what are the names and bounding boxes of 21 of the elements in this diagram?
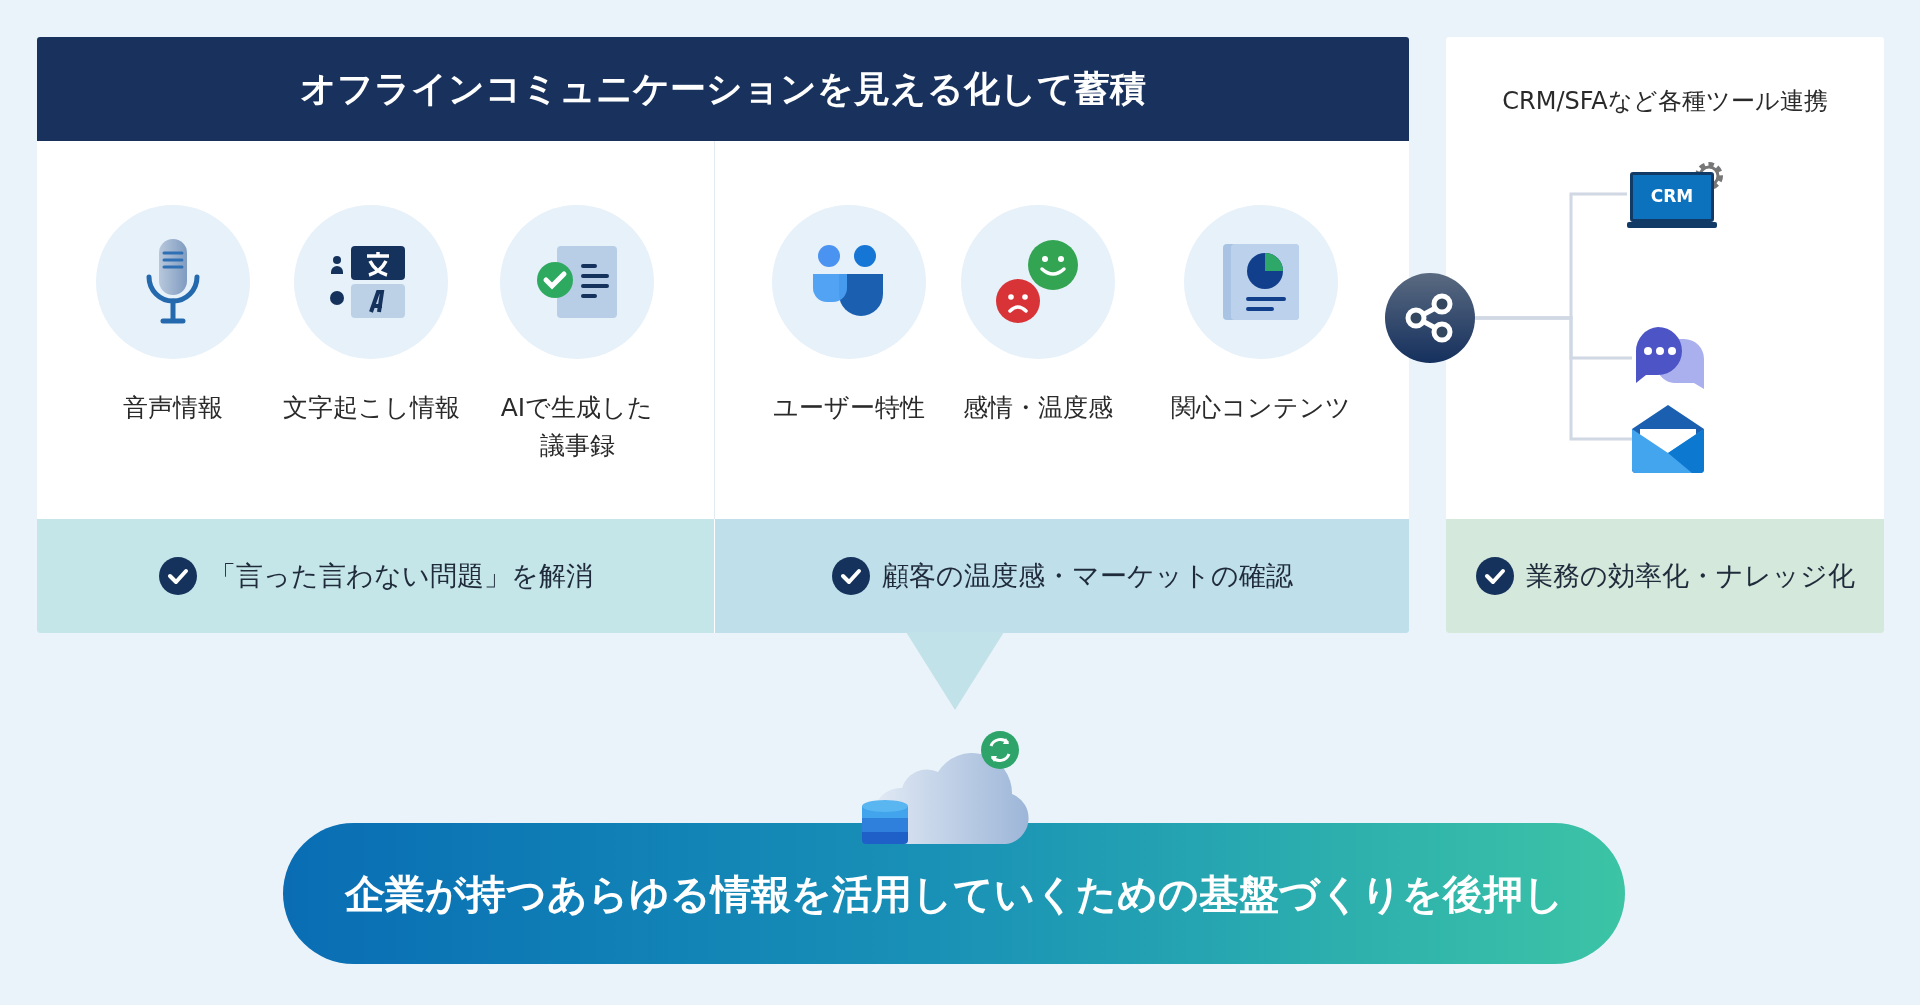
- item-label: 文字起こし情報: [281, 392, 461, 424]
- speech-pointer: [906, 632, 1004, 710]
- benefit-band: [37, 519, 714, 633]
- item-label: 感情・温度感: [962, 392, 1114, 424]
- share-icon: [1385, 273, 1475, 363]
- benefit-band: [715, 519, 1409, 633]
- item-label: ユーザー特性: [772, 392, 926, 424]
- benefit-text: 顧客の温度感・マーケットの確認: [881, 558, 1293, 593]
- item-label: 関心コンテンツ: [1170, 392, 1352, 424]
- card-background: [1446, 37, 1884, 633]
- benefit-band: [1446, 519, 1884, 633]
- card-title: オフラインコミュニケーションを見える化して蓄積: [300, 67, 1146, 111]
- banner-text: 企業が持つあらゆる情報を活用していくための基盤づくりを後押し: [344, 869, 1564, 919]
- connector-line: [1475, 316, 1632, 441]
- item-label: AIで生成した議事録: [499, 392, 655, 462]
- card-heading: CRM/SFAなど各種ツール連携: [1501, 86, 1829, 117]
- mail-icon: [1632, 405, 1704, 473]
- item-label: 音声情報: [122, 392, 224, 424]
- benefit-text: 「言った言わない問題」を解消: [208, 558, 593, 593]
- benefit-text: 業務の効率化・ナレッジ化: [1525, 558, 1855, 593]
- card-background: [37, 37, 1409, 633]
